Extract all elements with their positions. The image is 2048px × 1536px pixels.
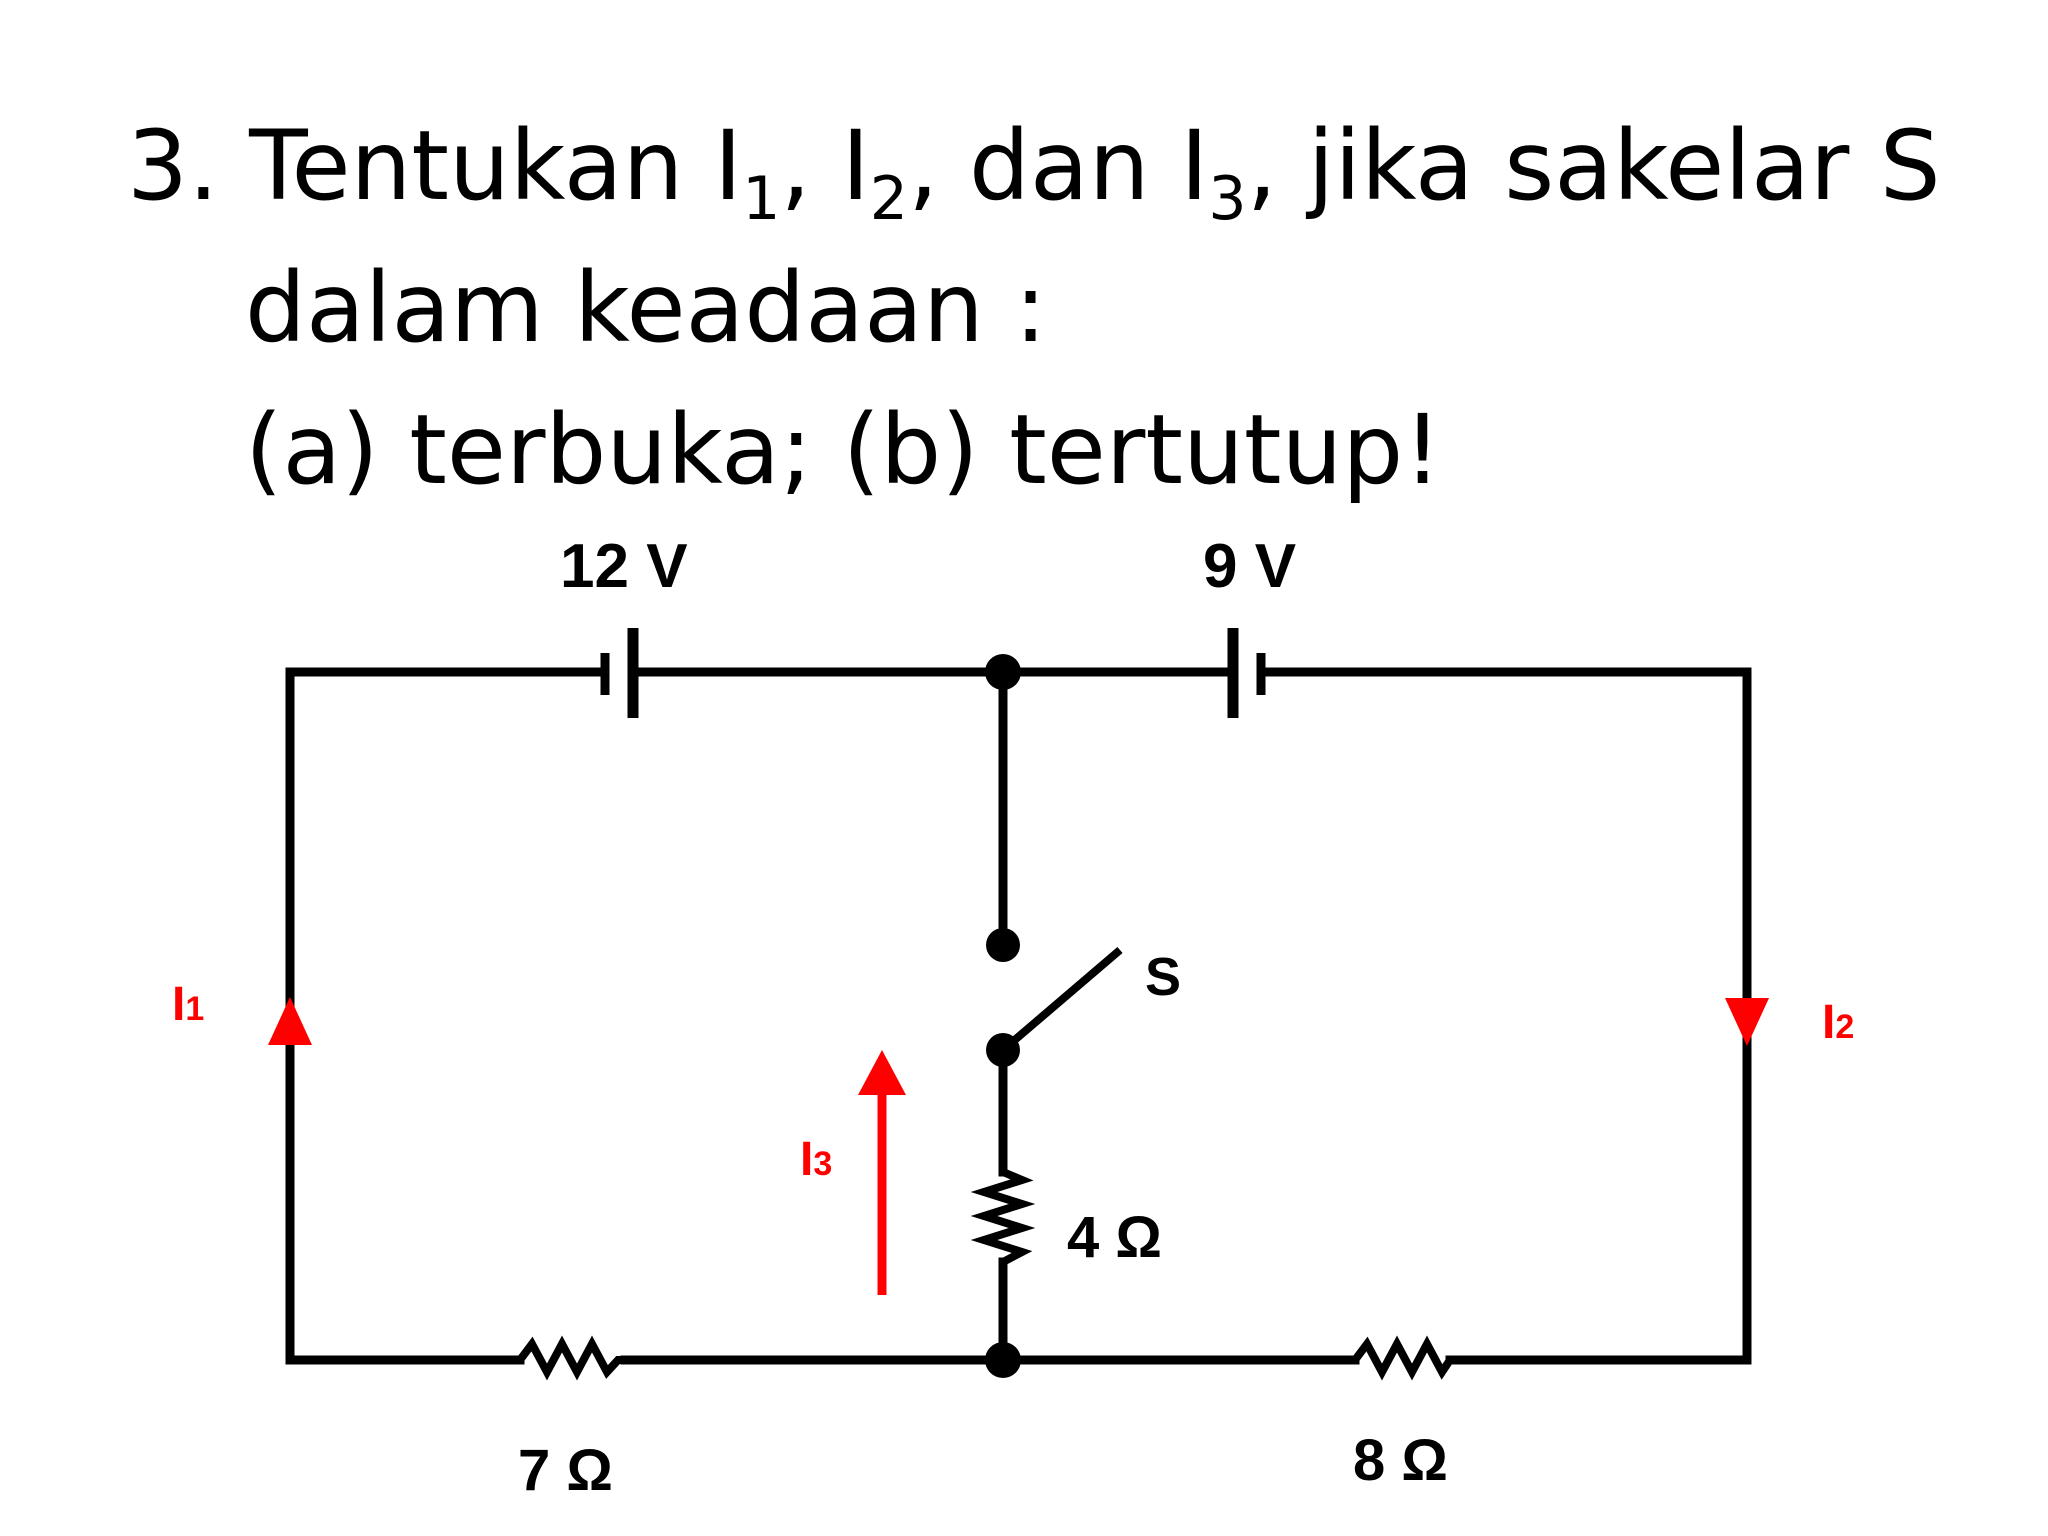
label-12v: 12 V xyxy=(560,532,688,601)
resistor-7-ohm xyxy=(516,1335,625,1381)
resistor-4-ohm xyxy=(970,1168,1036,1266)
label-4-ohm: 4 Ω xyxy=(1067,1205,1162,1270)
battery-9v xyxy=(1227,628,1266,718)
label-7-ohm: 7 Ω xyxy=(518,1438,613,1503)
resistor-8-ohm xyxy=(1351,1335,1454,1381)
label-i2: I2 xyxy=(1822,996,1854,1049)
arrow-i3-icon xyxy=(858,1050,906,1295)
question-number: 3. xyxy=(127,110,219,222)
battery-12v xyxy=(600,628,639,718)
question-text: 3. Tentukan I1, I2, dan I3, jika sakelar… xyxy=(127,95,1941,521)
label-switch-s: S xyxy=(1145,947,1181,1007)
question-line-3: (a) terbuka; (b) tertutup! xyxy=(245,394,1442,506)
arrow-i2-icon xyxy=(1725,998,1769,1046)
junction-top xyxy=(985,654,1021,690)
question-line-1: 3. Tentukan I1, I2, dan I3, jika sakelar… xyxy=(127,110,1941,234)
label-i3: I3 xyxy=(800,1133,832,1186)
question-line-2: dalam keadaan : xyxy=(245,252,1047,364)
junction-bottom xyxy=(985,1342,1021,1378)
label-8-ohm: 8 Ω xyxy=(1353,1428,1448,1493)
arrow-i1-icon xyxy=(268,997,312,1045)
switch-s[interactable] xyxy=(986,928,1123,1067)
label-i1: I1 xyxy=(172,978,204,1031)
label-9v: 9 V xyxy=(1203,532,1296,601)
